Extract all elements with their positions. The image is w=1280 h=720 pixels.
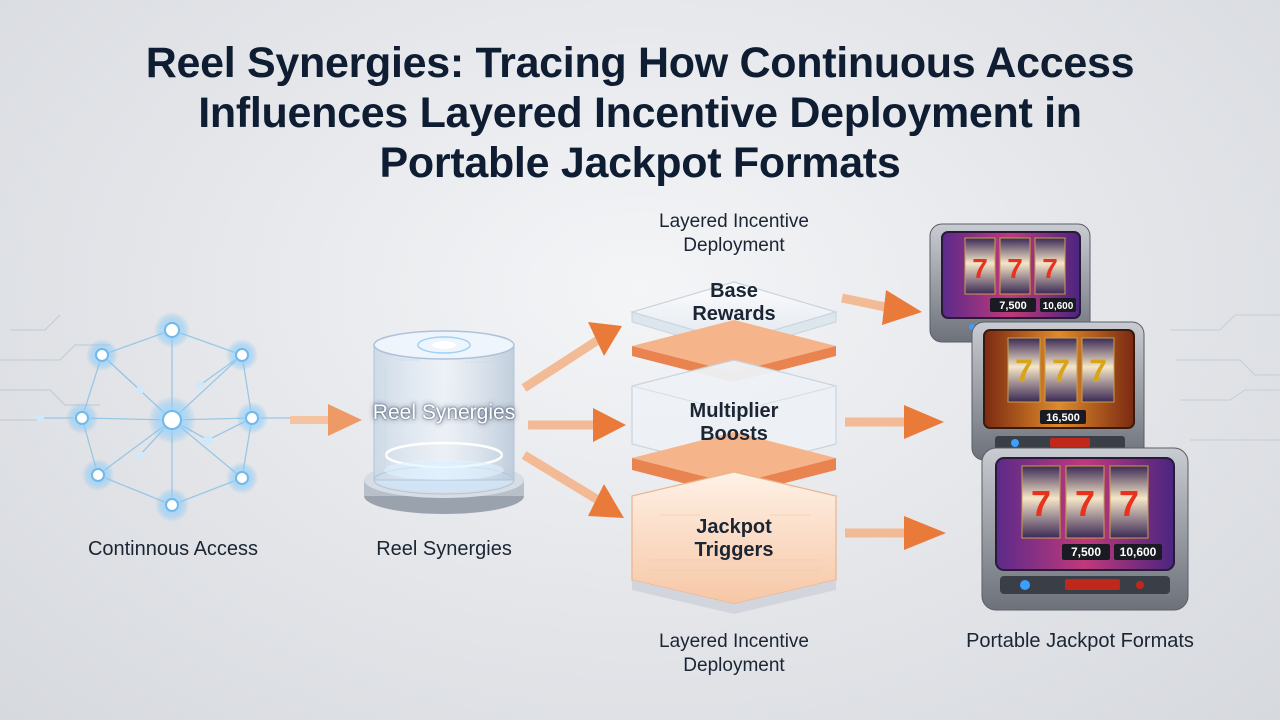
- layer-base-rewards-line2: Rewards: [692, 303, 776, 325]
- layered-incentive-top-label: Layered Incentive Deployment: [659, 211, 809, 256]
- arrows-synergies-to-layers: [521, 322, 626, 518]
- layer-jackpot-triggers-line2: Triggers: [694, 539, 774, 561]
- machine3-reel1: 7: [1031, 483, 1051, 524]
- layer-base-rewards: Base Rewards: [634, 280, 834, 326]
- machine2-win: 16,500: [1046, 412, 1080, 424]
- layer-base-rewards-line1: Base: [710, 280, 758, 302]
- reel-synergies-inner-label: Reel Synergies: [372, 401, 516, 424]
- layered-incentive-bottom-label: Layered Incentive Deployment: [659, 631, 809, 676]
- layer-stack: [629, 281, 839, 614]
- arrow-access-to-synergies: [290, 404, 362, 436]
- machine3-win: 10,600: [1120, 545, 1157, 559]
- machine3-reel3: 7: [1119, 483, 1139, 524]
- slot-machine-1: 7 7 7 7,500 10,600: [929, 223, 1091, 343]
- layer-multiplier-boosts-line2: Boosts: [700, 423, 768, 445]
- layer-jackpot-triggers: Jackpot Triggers: [634, 516, 834, 562]
- machine1-win: 10,600: [1043, 301, 1074, 312]
- layer-jackpot-triggers-line1: Jackpot: [696, 516, 772, 538]
- machine1-reel2: 7: [1007, 253, 1023, 284]
- slot-machine-2: 7 7 7 16,500: [971, 321, 1145, 461]
- reel-synergies-cylinder: [364, 330, 524, 514]
- machine1-credit: 7,500: [999, 300, 1027, 312]
- machine2-reel3: 7: [1089, 353, 1107, 389]
- machine1-reel1: 7: [972, 253, 988, 284]
- reel-synergies-label: Reel Synergies: [376, 538, 512, 560]
- slot-machine-3: 7 7 7 7,500 10,600: [981, 447, 1189, 611]
- page-title: Reel Synergies: Tracing How Continuous A…: [40, 38, 1240, 188]
- arrows-layers-to-machines: [841, 290, 946, 550]
- title-line-3: Portable Jackpot Formats: [379, 139, 901, 187]
- machine3-credit: 7,500: [1071, 545, 1101, 559]
- network-graph: [36, 312, 300, 522]
- machine1-reel3: 7: [1042, 253, 1058, 284]
- continuous-access-label: Continnous Access: [87, 538, 259, 560]
- layer-multiplier-boosts: Multiplier Boosts: [634, 400, 834, 446]
- machine2-reel1: 7: [1015, 353, 1033, 389]
- circuit-lines-right: [1170, 314, 1280, 441]
- portable-jackpot-formats-label: Portable Jackpot Formats: [966, 630, 1194, 652]
- title-line-2: Influences Layered Incentive Deployment …: [198, 89, 1082, 137]
- title-line-1: Reel Synergies: Tracing How Continuous A…: [145, 39, 1135, 87]
- layer-multiplier-boosts-line1: Multiplier: [689, 400, 779, 422]
- machine2-reel2: 7: [1052, 353, 1070, 389]
- network-nodes: [36, 312, 268, 522]
- machine3-reel2: 7: [1075, 483, 1095, 524]
